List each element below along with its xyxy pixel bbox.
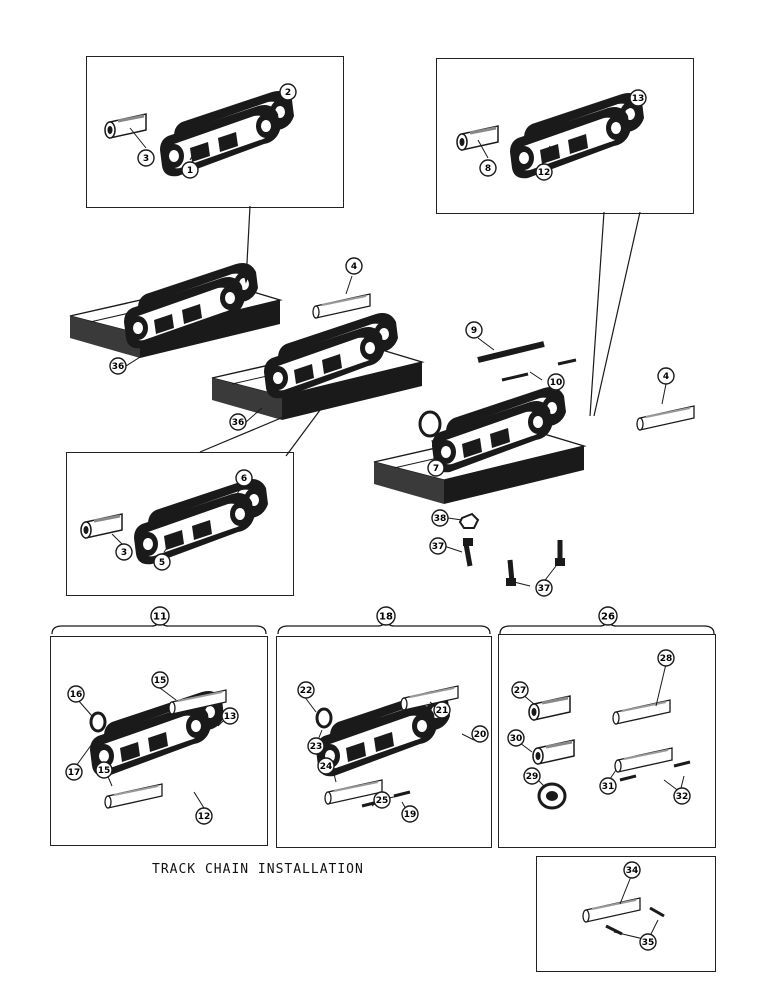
callout-c22: 22 bbox=[297, 681, 315, 699]
callout-label: 36 bbox=[232, 418, 245, 428]
callout-label: 15 bbox=[98, 766, 111, 776]
callout-label: 22 bbox=[300, 686, 313, 696]
callout-label: 12 bbox=[198, 812, 211, 822]
callout-c19: 19 bbox=[401, 805, 419, 823]
callout-c5: 5 bbox=[153, 553, 171, 571]
callout-c6: 6 bbox=[235, 469, 253, 487]
callout-label: 5 bbox=[159, 558, 165, 568]
diagram-caption: TRACK CHAIN INSTALLATION bbox=[152, 862, 364, 877]
callout-c4b: 4 bbox=[657, 367, 675, 385]
callout-c10: 10 bbox=[547, 373, 565, 391]
callout-c20: 20 bbox=[471, 725, 489, 743]
callout-label: 35 bbox=[642, 938, 655, 948]
kit-box-18 bbox=[276, 636, 492, 848]
callout-c2: 2 bbox=[279, 83, 297, 101]
callout-c34: 34 bbox=[623, 861, 641, 879]
kit-label-text: 26 bbox=[601, 612, 615, 623]
callout-c36b: 36 bbox=[229, 413, 247, 431]
callout-c3b: 3 bbox=[115, 543, 133, 561]
callout-label: 23 bbox=[310, 742, 323, 752]
callout-c7: 7 bbox=[427, 459, 445, 477]
detail-box-mid-left bbox=[66, 452, 294, 596]
callout-c23: 23 bbox=[307, 737, 325, 755]
callout-label: 4 bbox=[351, 262, 357, 272]
kit-label-g18: 18 bbox=[376, 606, 396, 626]
callout-label: 2 bbox=[285, 88, 291, 98]
callout-label: 38 bbox=[434, 514, 447, 524]
callout-label: 3 bbox=[143, 154, 149, 164]
callout-label: 19 bbox=[404, 810, 417, 820]
callout-c17: 17 bbox=[65, 763, 83, 781]
callout-label: 3 bbox=[121, 548, 127, 558]
callout-c25: 25 bbox=[373, 791, 391, 809]
kit-label-g26: 26 bbox=[598, 606, 618, 626]
callout-label: 9 bbox=[471, 326, 477, 336]
callout-c8: 8 bbox=[479, 159, 497, 177]
callout-label: 21 bbox=[436, 706, 449, 716]
callout-c28: 28 bbox=[657, 649, 675, 667]
kit-box-26 bbox=[498, 634, 716, 848]
callout-label: 31 bbox=[602, 782, 615, 792]
callout-c12b: 12 bbox=[195, 807, 213, 825]
callout-label: 13 bbox=[224, 712, 237, 722]
callout-label: 25 bbox=[376, 796, 389, 806]
callout-label: 24 bbox=[320, 762, 333, 772]
callout-label: 7 bbox=[433, 464, 439, 474]
callout-label: 12 bbox=[538, 168, 551, 178]
callout-label: 13 bbox=[632, 94, 645, 104]
callout-label: 15 bbox=[154, 676, 167, 686]
callout-label: 32 bbox=[676, 792, 689, 802]
callout-c13a: 13 bbox=[629, 89, 647, 107]
callout-label: 29 bbox=[526, 772, 539, 782]
callout-c15a: 15 bbox=[151, 671, 169, 689]
callout-label: 30 bbox=[510, 734, 523, 744]
detail-box-top-left bbox=[86, 56, 344, 208]
callout-label: 36 bbox=[112, 362, 125, 372]
callout-c15b: 15 bbox=[95, 761, 113, 779]
kit-label-text: 11 bbox=[153, 612, 167, 623]
detail-box-top-right bbox=[436, 58, 694, 214]
callout-label: 37 bbox=[432, 542, 445, 552]
callout-label: 27 bbox=[514, 686, 527, 696]
kit-box-34 bbox=[536, 856, 716, 972]
callout-c38: 38 bbox=[431, 509, 449, 527]
kit-box-11 bbox=[50, 636, 268, 846]
callout-c21: 21 bbox=[433, 701, 451, 719]
callout-c31: 31 bbox=[599, 777, 617, 795]
callout-label: 28 bbox=[660, 654, 673, 664]
callout-label: 1 bbox=[187, 166, 193, 176]
callout-c32: 32 bbox=[673, 787, 691, 805]
callout-c30: 30 bbox=[507, 729, 525, 747]
callout-c1: 1 bbox=[181, 161, 199, 179]
callout-c3a: 3 bbox=[137, 149, 155, 167]
callout-c9: 9 bbox=[465, 321, 483, 339]
callout-c29: 29 bbox=[523, 767, 541, 785]
callout-label: 8 bbox=[485, 164, 491, 174]
callout-label: 17 bbox=[68, 768, 81, 778]
callout-c12a: 12 bbox=[535, 163, 553, 181]
callout-label: 16 bbox=[70, 690, 83, 700]
callout-c37b: 37 bbox=[535, 579, 553, 597]
kit-label-text: 18 bbox=[379, 612, 393, 623]
callout-c27: 27 bbox=[511, 681, 529, 699]
callout-c13b: 13 bbox=[221, 707, 239, 725]
callout-label: 37 bbox=[538, 584, 551, 594]
callout-c37a: 37 bbox=[429, 537, 447, 555]
callout-label: 34 bbox=[626, 866, 639, 876]
callout-c35: 35 bbox=[639, 933, 657, 951]
callout-c36a: 36 bbox=[109, 357, 127, 375]
callout-label: 4 bbox=[663, 372, 669, 382]
callout-label: 10 bbox=[550, 378, 563, 388]
callout-label: 20 bbox=[474, 730, 487, 740]
kit-label-g11: 11 bbox=[150, 606, 170, 626]
callout-c24: 24 bbox=[317, 757, 335, 775]
callout-c4a: 4 bbox=[345, 257, 363, 275]
callout-c16: 16 bbox=[67, 685, 85, 703]
callout-label: 6 bbox=[241, 474, 247, 484]
